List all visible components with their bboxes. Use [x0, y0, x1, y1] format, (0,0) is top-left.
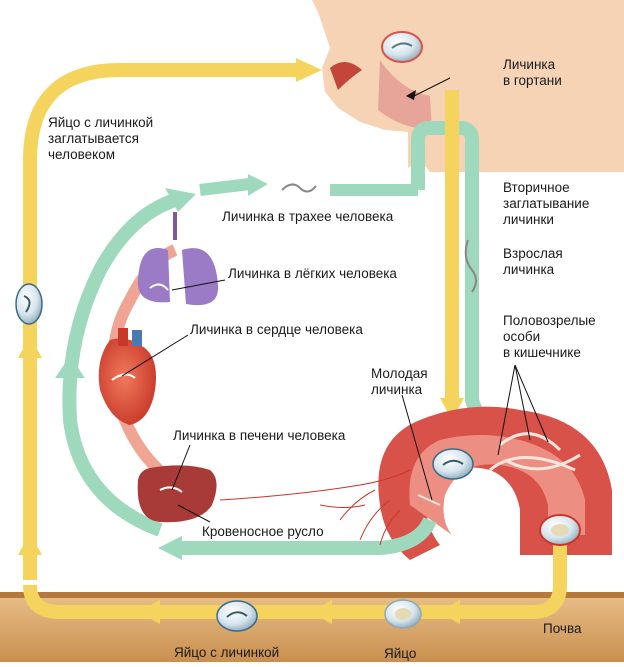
- intestine-to-liver-arrow: [180, 516, 437, 555]
- soil-yellow-arrow: [23, 540, 567, 619]
- label-larva-lungs: Личинка в лёгких человека: [228, 266, 397, 281]
- left-yellow-arrow: [23, 63, 300, 580]
- young-larva-icon: [417, 494, 441, 506]
- soil-layer: [0, 592, 624, 662]
- label-secondary-swallow: Вторичное заглатывание личинки: [503, 180, 590, 227]
- egg-in-throat: [381, 31, 423, 63]
- label-egg-swallowed: Яйцо с личинкой заглатывается человеком: [48, 115, 154, 162]
- label-adult-larva: Взрослая личинка: [503, 246, 563, 277]
- label-larva-liver: Личинка в печени человека: [173, 428, 346, 443]
- egg-soil: [384, 599, 422, 629]
- lungs: [137, 212, 219, 306]
- label-larva-heart: Личинка в сердце человека: [190, 322, 363, 337]
- liver: [137, 465, 217, 523]
- label-egg-with-larva: Яйцо с личинкой: [174, 645, 280, 660]
- pointer-lines: [121, 77, 549, 523]
- left-green-arc: [62, 193, 178, 537]
- egg-with-larva-soil: [216, 600, 258, 632]
- label-bloodstream: Кровеносное русло: [200, 524, 326, 540]
- label-larva-larynx: Личинка в гортани: [503, 57, 562, 88]
- label-soil: Почва: [543, 621, 582, 636]
- label-young-larva: Молодая личинка: [371, 366, 428, 397]
- trachea-larva: [281, 183, 317, 193]
- egg-left: [15, 283, 43, 325]
- egg-exiting: [539, 514, 581, 546]
- label-mature-worms: Половозрелые особи в кишечнике: [503, 313, 596, 360]
- adult-worms: [489, 432, 581, 472]
- mouth: [330, 61, 362, 90]
- heart: [98, 328, 156, 425]
- soil-edge: [0, 592, 624, 598]
- adult-larva-icon: [464, 239, 477, 293]
- label-larva-trachea: Личинка в трахее человека: [222, 209, 394, 224]
- throat-cavity: [378, 60, 432, 130]
- label-egg: Яйцо: [384, 646, 417, 661]
- egg-in-intestine: [432, 448, 474, 480]
- blood-vessels: [219, 469, 411, 546]
